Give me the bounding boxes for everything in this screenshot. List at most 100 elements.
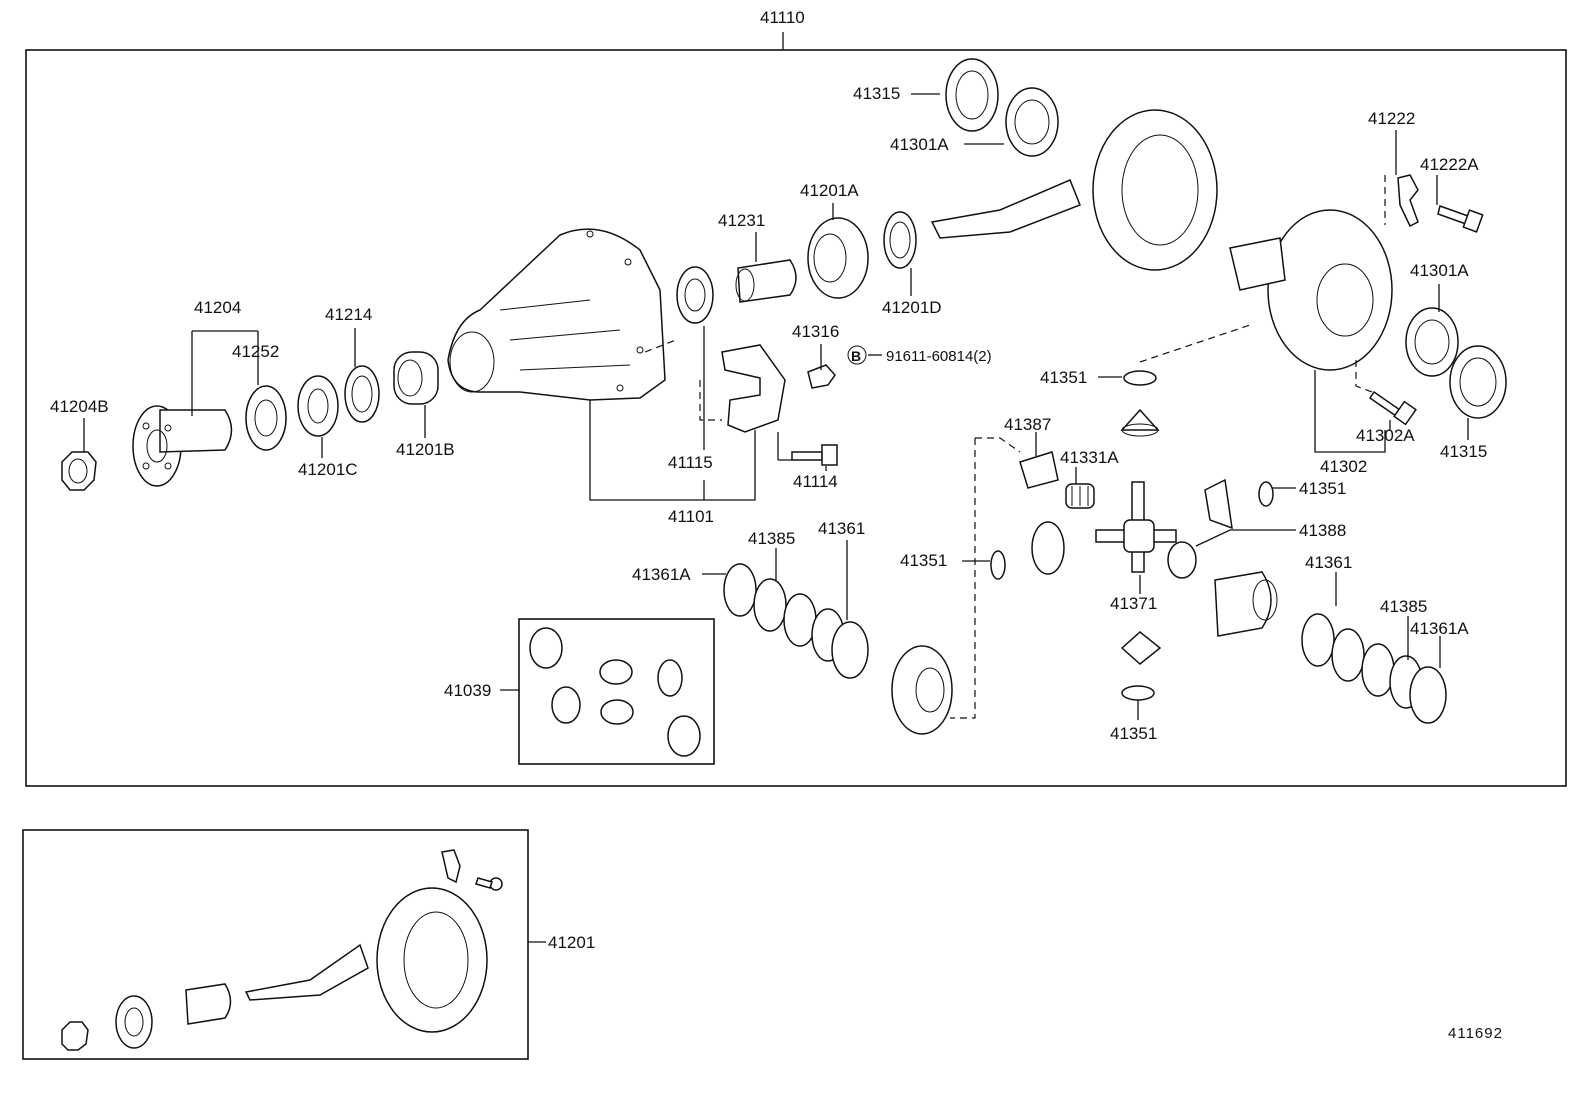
side-gear-left-icon[interactable] — [1031, 521, 1065, 575]
label-41361A-right[interactable]: 41361A — [1410, 619, 1469, 638]
bearing-cap-bolt-icon[interactable] — [791, 444, 838, 466]
seal-icon[interactable] — [676, 266, 714, 324]
plate-41387-icon[interactable] — [1019, 451, 1059, 489]
label-41351-a[interactable]: 41351 — [1040, 368, 1087, 387]
label-bolt-ref[interactable]: 91611-60814(2) — [886, 348, 992, 365]
leader-41114 — [777, 432, 827, 471]
gear-kit-icon[interactable] — [529, 627, 701, 757]
cage-bearing-icon[interactable] — [945, 58, 999, 132]
pinion-gear-top-icon[interactable] — [1120, 408, 1160, 437]
label-41114[interactable]: 41114 — [793, 472, 838, 491]
label-41115[interactable]: 41115 — [668, 453, 713, 472]
label-41385-right[interactable]: 41385 — [1380, 597, 1427, 616]
pinion-gear-right-icon[interactable] — [1204, 478, 1233, 530]
pinion-bearing-icon[interactable] — [807, 217, 869, 299]
label-41201A[interactable]: 41201A — [800, 181, 859, 200]
sub-seal-icon[interactable] — [115, 995, 153, 1049]
sub-bolt-icon[interactable] — [475, 877, 503, 891]
collapsible-spacer-icon[interactable] — [735, 259, 797, 303]
label-41201[interactable]: 41201 — [548, 933, 595, 952]
shim-icon[interactable] — [883, 211, 917, 269]
label-41351-d[interactable]: 41351 — [1110, 724, 1157, 743]
sub-spacer-icon[interactable] — [185, 983, 232, 1025]
bearing-icon[interactable] — [393, 351, 439, 405]
sub-ring-gear-icon[interactable] — [244, 887, 488, 1033]
dash-side-gear — [950, 437, 1021, 719]
companion-flange-icon[interactable] — [132, 405, 233, 487]
label-41231[interactable]: 41231 — [718, 211, 765, 230]
label-41039[interactable]: 41039 — [444, 681, 491, 700]
label-41351-b[interactable]: 41351 — [1299, 479, 1346, 498]
sub-lock-icon[interactable] — [441, 849, 461, 884]
side-bearing-race-icon[interactable] — [1405, 307, 1459, 377]
label-41371[interactable]: 41371 — [1110, 594, 1157, 613]
label-41361-left[interactable]: 41361 — [818, 519, 865, 538]
spring-41331A-icon[interactable] — [1065, 483, 1095, 509]
lock-bolt-icon[interactable] — [1437, 205, 1484, 233]
label-41222A[interactable]: 41222A — [1420, 155, 1479, 174]
label-41351-c[interactable]: 41351 — [900, 551, 947, 570]
label-41204[interactable]: 41204 — [194, 298, 241, 317]
label-41361-right[interactable]: 41361 — [1305, 553, 1352, 572]
shaft-41388-icon[interactable] — [1167, 541, 1197, 579]
gear-kit-frame — [518, 618, 715, 765]
label-41301A-top[interactable]: 41301A — [890, 135, 949, 154]
outer-race-icon[interactable] — [1005, 87, 1059, 157]
label-41214[interactable]: 41214 — [325, 305, 372, 324]
thrust-washer-right-icon[interactable] — [1258, 481, 1274, 507]
label-41361A-left[interactable]: 41361A — [632, 565, 691, 584]
diagram-code: 411692 — [1448, 1025, 1503, 1042]
pinion-gear-bottom-icon[interactable] — [1120, 631, 1162, 665]
label-41387[interactable]: 41387 — [1004, 415, 1051, 434]
nut-icon[interactable] — [61, 451, 97, 491]
leader-41101-bracket — [589, 400, 756, 501]
label-41222[interactable]: 41222 — [1368, 109, 1415, 128]
bearing-cap-icon[interactable] — [721, 344, 786, 433]
label-41101[interactable]: 41101 — [668, 507, 714, 526]
label-41316[interactable]: 41316 — [792, 322, 839, 341]
lock-plate-icon[interactable] — [1397, 174, 1419, 228]
dash-housing-seal — [644, 339, 677, 353]
washer-icon[interactable] — [344, 365, 380, 423]
ring-gear-pinion-icon[interactable] — [930, 109, 1218, 271]
side-gear-big-icon[interactable] — [891, 645, 953, 735]
carrier-housing-icon[interactable] — [447, 228, 666, 401]
sub-assembly-frame — [22, 829, 529, 1060]
differential-case-icon[interactable] — [1229, 209, 1393, 371]
thrust-washer-left-icon[interactable] — [990, 550, 1006, 580]
label-41252[interactable]: 41252 — [232, 342, 279, 361]
assembly-label[interactable]: 41110 — [760, 8, 805, 27]
label-41301A-right[interactable]: 41301A — [1410, 261, 1469, 280]
side-gear-right-icon[interactable] — [1214, 571, 1278, 637]
label-41302A[interactable]: 41302A — [1356, 426, 1415, 445]
side-bearing-icon[interactable] — [1449, 345, 1507, 419]
dash-bolt — [1355, 360, 1373, 393]
sub-nut-icon[interactable] — [61, 1021, 89, 1051]
clutch-plates-left-icon[interactable] — [723, 563, 869, 679]
dash-case-washer — [1139, 324, 1251, 363]
label-41388[interactable]: 41388 — [1299, 521, 1346, 540]
label-41331A[interactable]: 41331A — [1060, 448, 1119, 467]
leader-41388 — [1195, 529, 1296, 547]
bolt-symbol-circle — [847, 345, 867, 365]
main-assembly-frame — [25, 49, 1567, 787]
dash-cap — [699, 380, 722, 421]
label-41315-top[interactable]: 41315 — [853, 84, 900, 103]
adjusting-nut-lock-icon[interactable] — [807, 364, 836, 389]
ring-gear-bolt-icon[interactable] — [1368, 390, 1417, 426]
spacer-icon[interactable] — [297, 375, 339, 437]
label-41201C[interactable]: 41201C — [298, 460, 358, 479]
thrust-washer-icon[interactable] — [1123, 370, 1157, 386]
label-41315-right[interactable]: 41315 — [1440, 442, 1487, 461]
label-41201B[interactable]: 41201B — [396, 440, 455, 459]
label-41302[interactable]: 41302 — [1320, 457, 1367, 476]
clutch-plates-right-icon[interactable] — [1301, 613, 1447, 724]
label-41201D[interactable]: 41201D — [882, 298, 942, 317]
spider-shaft-icon[interactable] — [1095, 481, 1177, 573]
oil-seal-icon[interactable] — [245, 385, 287, 451]
label-41385-left[interactable]: 41385 — [748, 529, 795, 548]
leader-41204-bracket — [191, 330, 259, 416]
label-41204B[interactable]: 41204B — [50, 397, 109, 416]
thrust-washer-bottom-icon[interactable] — [1121, 685, 1155, 701]
